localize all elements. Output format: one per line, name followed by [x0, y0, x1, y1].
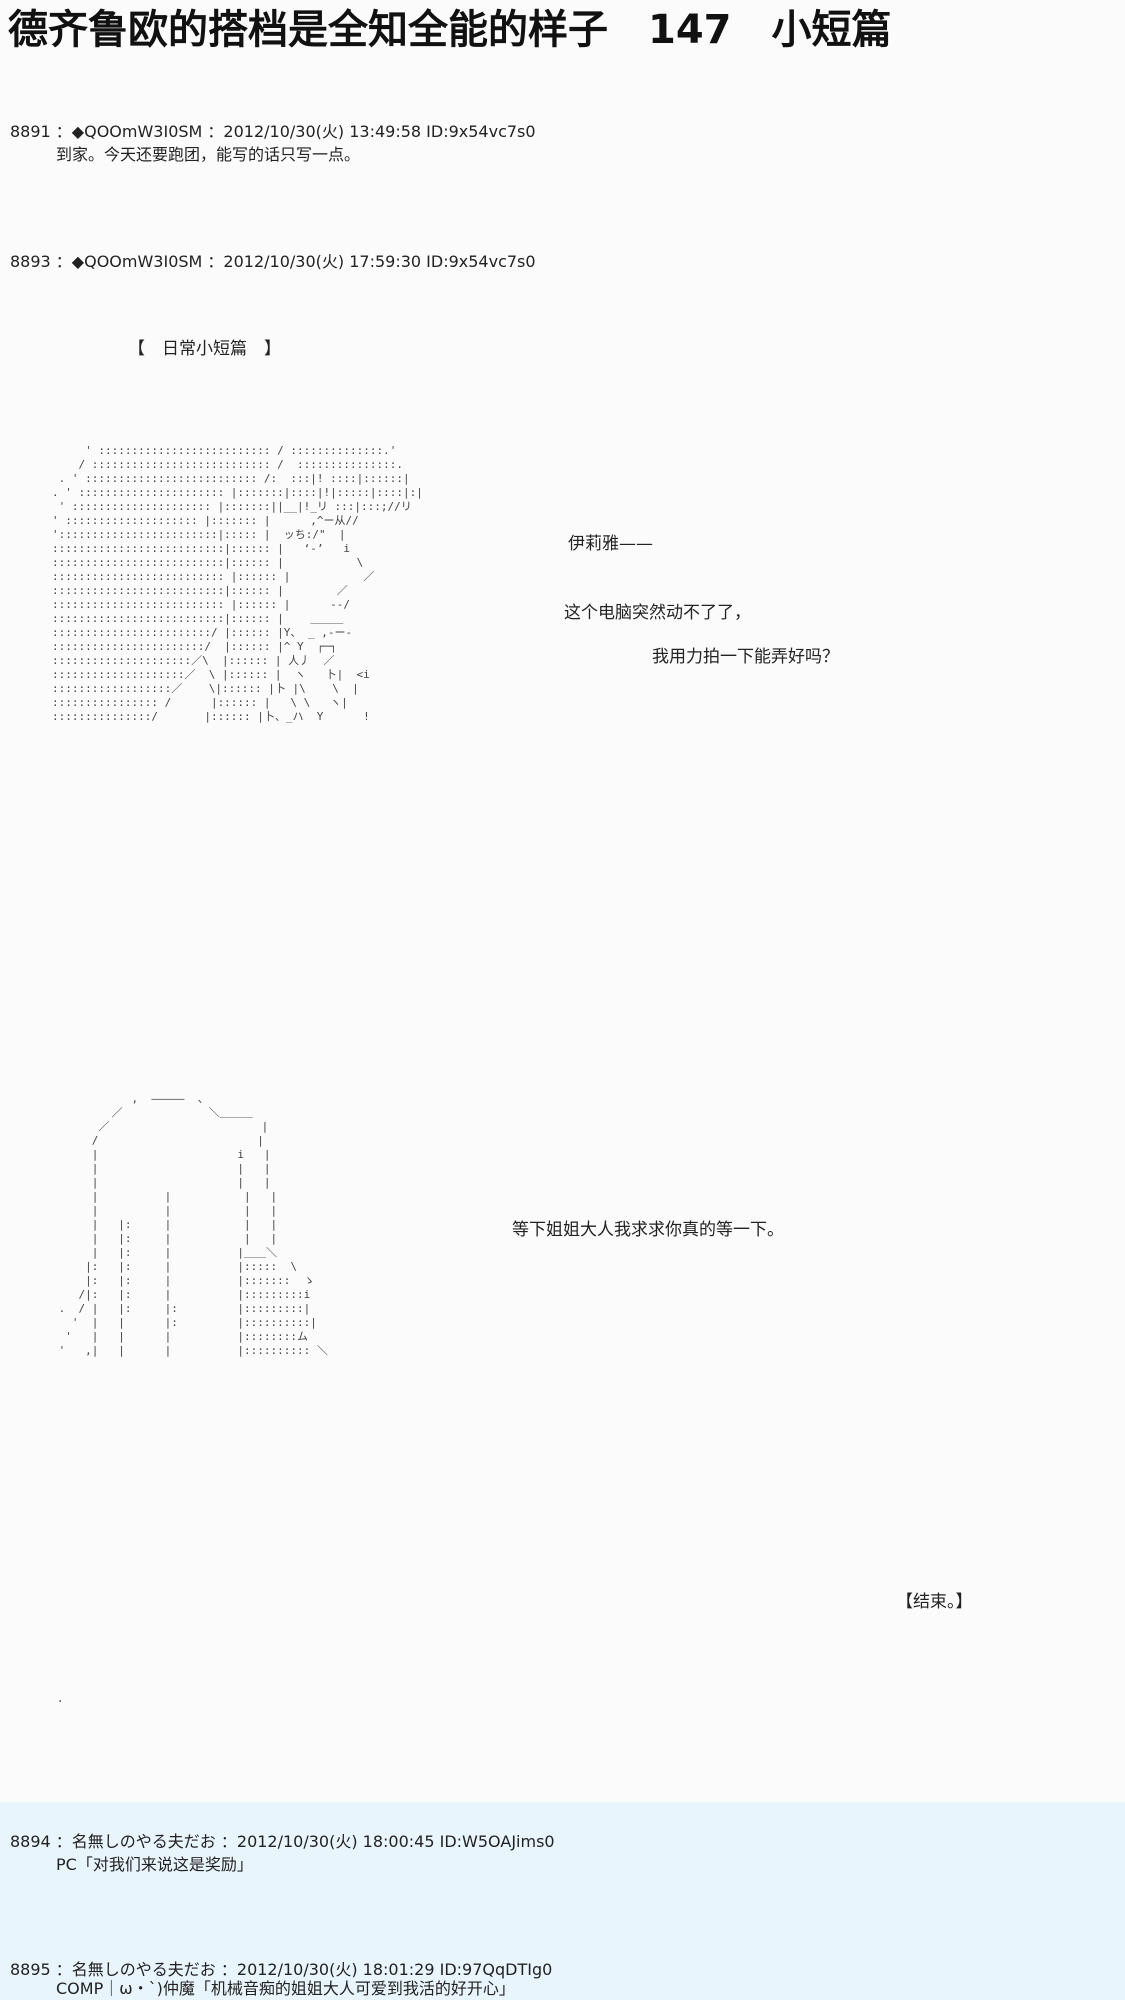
ascii-art-scene2: , ――――― 、 ／ ＼＿＿＿ ／ | / | | i | | | | | — [58, 1092, 328, 1357]
end-marker: 【结束。】 — [896, 1592, 973, 1612]
post-header-8894: 8894 ：名無しのやる夫だお ：2012/10/30(火) 18:00:45 … — [10, 1832, 555, 1851]
page-title: 德齐鲁欧的搭档是全知全能的样子 147 小短篇 — [8, 7, 892, 53]
replies-section — [0, 1802, 1125, 2000]
dialogue-line-2: 这个电脑突然动不了了， — [564, 603, 751, 623]
ascii-art-scene1: ' :::::::::::::::::::::::::: / :::::::::… — [52, 444, 423, 723]
dialogue-line-4: 等下姐姐大人我求求你真的等一下。 — [512, 1220, 784, 1240]
dialogue-line-1: 伊莉雅—— — [568, 534, 653, 554]
post-header-8893: 8893 ：◆QOOmW3I0SM ：2012/10/30(火) 17:59:3… — [10, 252, 536, 271]
post-body-8891: 到家。今天还要跑团，能写的话只写一点。 — [56, 145, 361, 164]
post-header-8895: 8895 ：名無しのやる夫だお ：2012/10/30(火) 18:01:29 … — [10, 1960, 553, 1979]
post-header-8891: 8891 ：◆QOOmW3I0SM ：2012/10/30(火) 13:49:5… — [10, 122, 536, 141]
trailing-dot: . — [58, 1690, 63, 1706]
post-body-8895: COMP｜ω・`)仲魔「机械音痴的姐姐大人可爱到我活的好开心」 — [56, 1979, 515, 1998]
dialogue-line-3: 我用力拍一下能弄好吗？ — [652, 647, 839, 667]
section-title: 【 日常小短篇 】 — [128, 339, 281, 359]
post-body-8894: PC「对我们来说这是奖励」 — [56, 1855, 253, 1874]
